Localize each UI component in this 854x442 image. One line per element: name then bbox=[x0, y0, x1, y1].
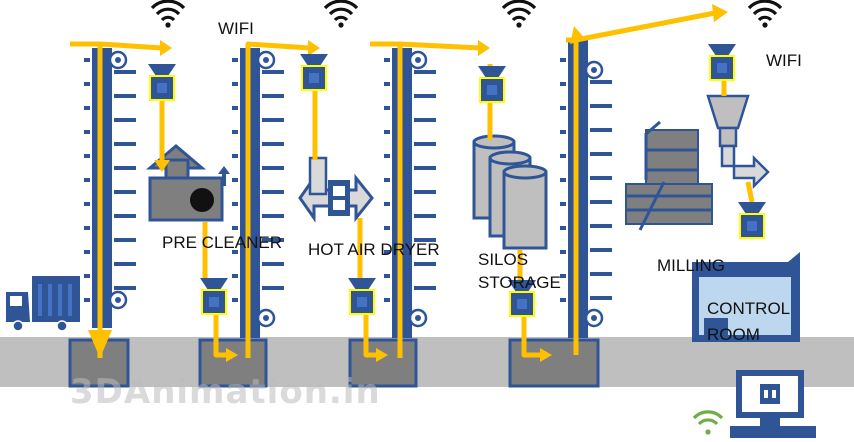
wifi-icon bbox=[150, 0, 186, 30]
bucket-elevator-1 bbox=[84, 48, 136, 328]
wifi-icon bbox=[323, 0, 359, 30]
truck-icon bbox=[6, 276, 80, 332]
hot-air-dryer-label: HOT AIR DRYER bbox=[308, 240, 440, 259]
bucket-elevator-2 bbox=[232, 48, 284, 338]
watermark: 3DAnimation.in bbox=[70, 372, 381, 412]
bucket-elevator-3 bbox=[384, 48, 436, 338]
room-label: ROOM bbox=[707, 325, 760, 344]
wifi-icon bbox=[747, 0, 783, 30]
ground-band bbox=[0, 337, 854, 387]
milling-label: MILLING bbox=[657, 256, 726, 275]
flow-arrowheads bbox=[88, 4, 728, 362]
wifi-icon-green bbox=[692, 410, 724, 435]
wifi-label-top: WIFI bbox=[218, 19, 254, 38]
wifi-label-right: WIFI bbox=[766, 51, 802, 70]
mill-icon bbox=[625, 94, 770, 231]
monitor-icon bbox=[730, 370, 816, 438]
dryer-icon bbox=[298, 156, 374, 223]
silos-label: SILOS bbox=[478, 250, 529, 269]
control-label: CONTROL bbox=[707, 299, 791, 318]
pre-cleaner-label: PRE CLEANER bbox=[162, 233, 282, 252]
bucket-elevator-4 bbox=[560, 40, 612, 338]
storage-label: STORAGE bbox=[478, 273, 561, 292]
control-room-icon bbox=[692, 252, 800, 342]
wifi-icon bbox=[501, 0, 537, 30]
silo-icon bbox=[472, 134, 548, 250]
